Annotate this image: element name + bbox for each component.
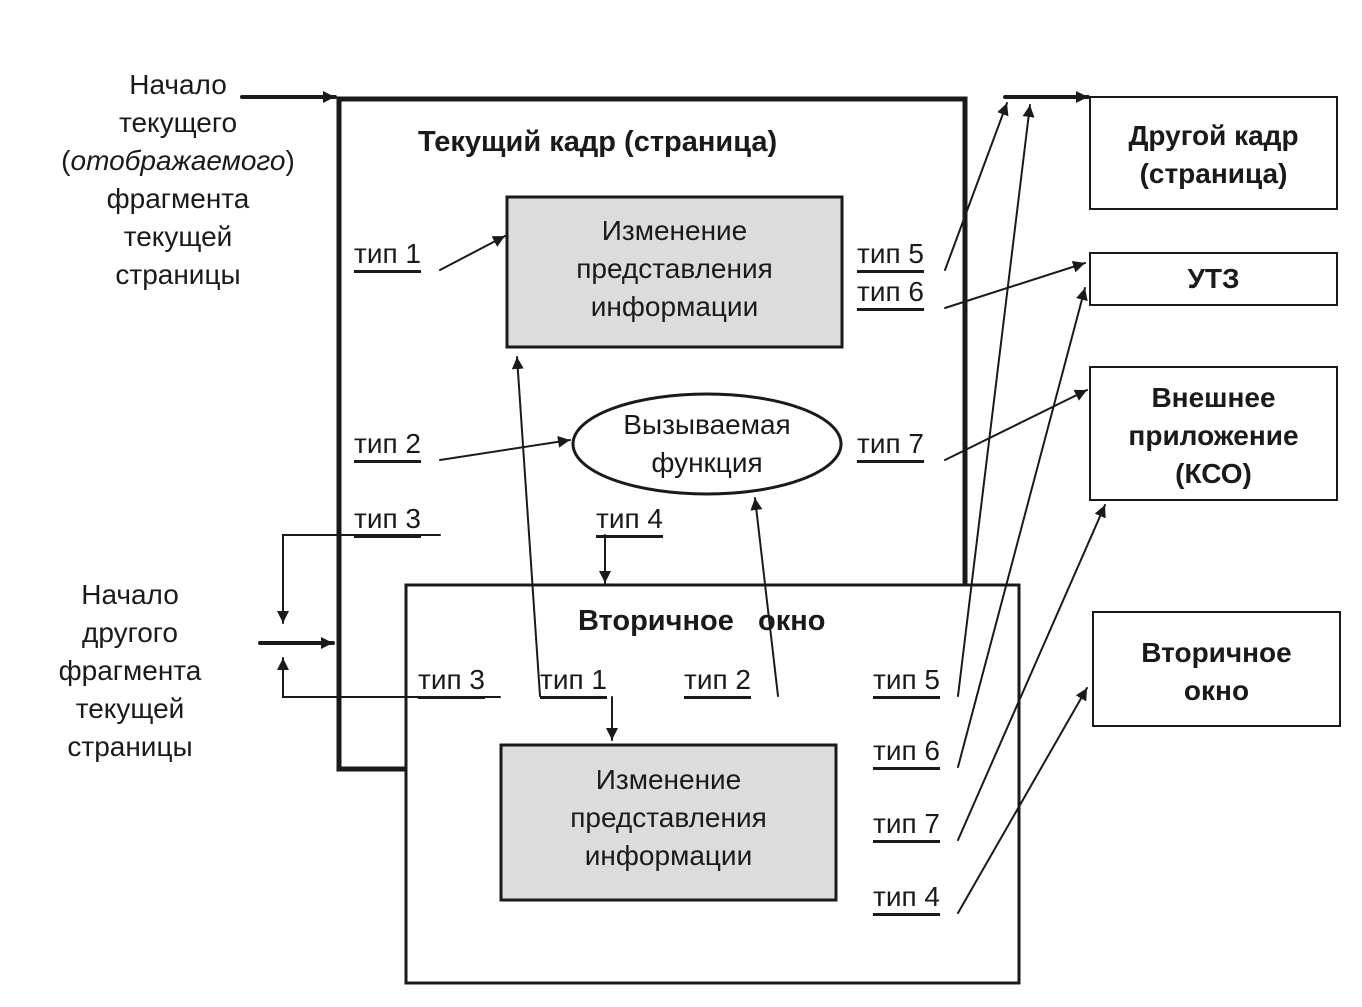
label-type7-current: тип 7 <box>857 430 924 463</box>
label-type7-secondary: тип 7 <box>873 810 940 843</box>
target-secondary-window-box <box>1092 611 1341 727</box>
change-box-secondary <box>499 743 838 902</box>
target-secondary-window-text: Вторичное окно <box>1141 637 1292 706</box>
target-other-frame-text: Другой кадр (страница) <box>1128 120 1299 189</box>
label-type5-current: тип 5 <box>857 240 924 273</box>
arrow-type1-current <box>439 235 506 271</box>
label-type2-current: тип 2 <box>354 430 421 463</box>
target-external-app-text: Внешнее приложение (КСО) <box>1128 382 1299 489</box>
function-ellipse-text: Вызываемая функция <box>623 409 791 478</box>
target-utz-box <box>1089 252 1338 306</box>
arrow-type6-current <box>944 260 1086 309</box>
start-current-label: Начало текущего (отображаемого) фрагмент… <box>61 69 295 290</box>
start-other-label: Начало другого фрагмента текущей страниц… <box>58 579 202 762</box>
label-type2-secondary: тип 2 <box>684 666 751 699</box>
target-external-app-box <box>1089 366 1338 501</box>
label-type1-current: тип 1 <box>354 240 421 273</box>
label-type6-secondary: тип 6 <box>873 737 940 770</box>
change-box-secondary-text: Изменение представления информации <box>570 764 767 871</box>
label-type1-secondary: тип 1 <box>540 666 607 699</box>
secondary-window-title: Вторичное окно <box>578 605 826 637</box>
change-box-current <box>505 195 844 349</box>
label-type4-current: тип 4 <box>596 505 663 538</box>
arrow-type5-secondary <box>957 104 1035 697</box>
label-type6-current: тип 6 <box>857 278 924 311</box>
start-current-italic: отображаемого <box>70 145 286 176</box>
label-type5-secondary: тип 5 <box>873 666 940 699</box>
label-type3-current: тип 3 <box>354 505 421 538</box>
label-type3-secondary: тип 3 <box>418 666 485 699</box>
arrow-type7-secondary <box>957 504 1106 841</box>
change-box-current-text: Изменение представления информации <box>576 215 773 322</box>
arrow-type1-secondary-up <box>511 356 541 697</box>
arrow-type2-current <box>439 435 571 461</box>
arrow-type6-secondary <box>957 287 1088 768</box>
current-frame-title: Текущий кадр (страница) <box>418 126 778 158</box>
arrow-type5-current <box>944 102 1009 271</box>
arrow-type7-current <box>944 389 1088 461</box>
function-ellipse <box>571 392 843 496</box>
arrow-type2-secondary <box>750 497 779 697</box>
target-other-frame-box <box>1089 96 1338 210</box>
arrow-type4-secondary <box>957 687 1088 914</box>
label-type4-secondary: тип 4 <box>873 883 940 916</box>
target-utz-text: УТЗ <box>1187 263 1240 294</box>
